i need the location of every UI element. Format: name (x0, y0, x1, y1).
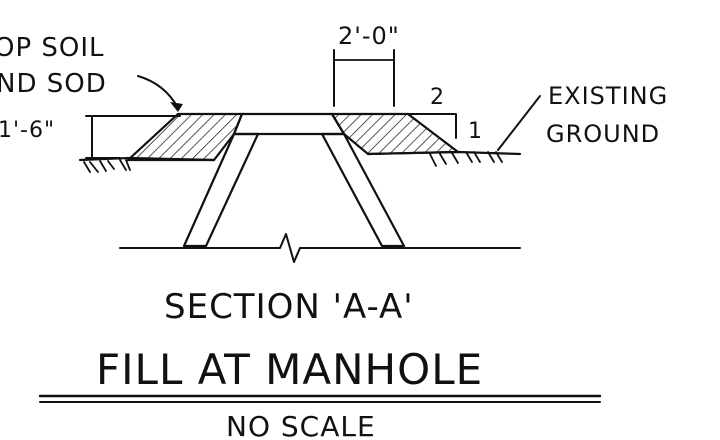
scale-note: NO SCALE (226, 410, 376, 440)
grass-tufts-left (83, 159, 131, 173)
grass-tufts-right (429, 151, 503, 167)
existing-ground-label-line1: EXISTING (548, 82, 668, 110)
manhole-top-slab (232, 112, 346, 136)
slope-run-label: 2 (430, 85, 445, 110)
existing-ground-leader (497, 95, 541, 151)
depth-dimension-label: 1'-6" (0, 118, 55, 143)
width-dimension-label: 2'-0" (338, 22, 400, 50)
existing-ground-line-left (78, 156, 216, 162)
existing-ground-line-right (366, 150, 522, 156)
topsoil-leader-arrowhead (170, 102, 183, 112)
slope-triangle (407, 113, 457, 139)
main-title: FILL AT MANHOLE (96, 345, 483, 394)
slope-rise-label: 1 (468, 119, 483, 144)
manhole-wall-right (320, 132, 406, 248)
section-base-break-line (119, 233, 521, 263)
section-title: SECTION 'A-A' (164, 287, 414, 327)
manhole-wall-left (182, 132, 260, 248)
topsoil-label-line1: OP SOIL (0, 33, 105, 63)
existing-ground-label-line2: GROUND (546, 120, 660, 148)
topsoil-label-line2: ND SOD (0, 69, 107, 99)
